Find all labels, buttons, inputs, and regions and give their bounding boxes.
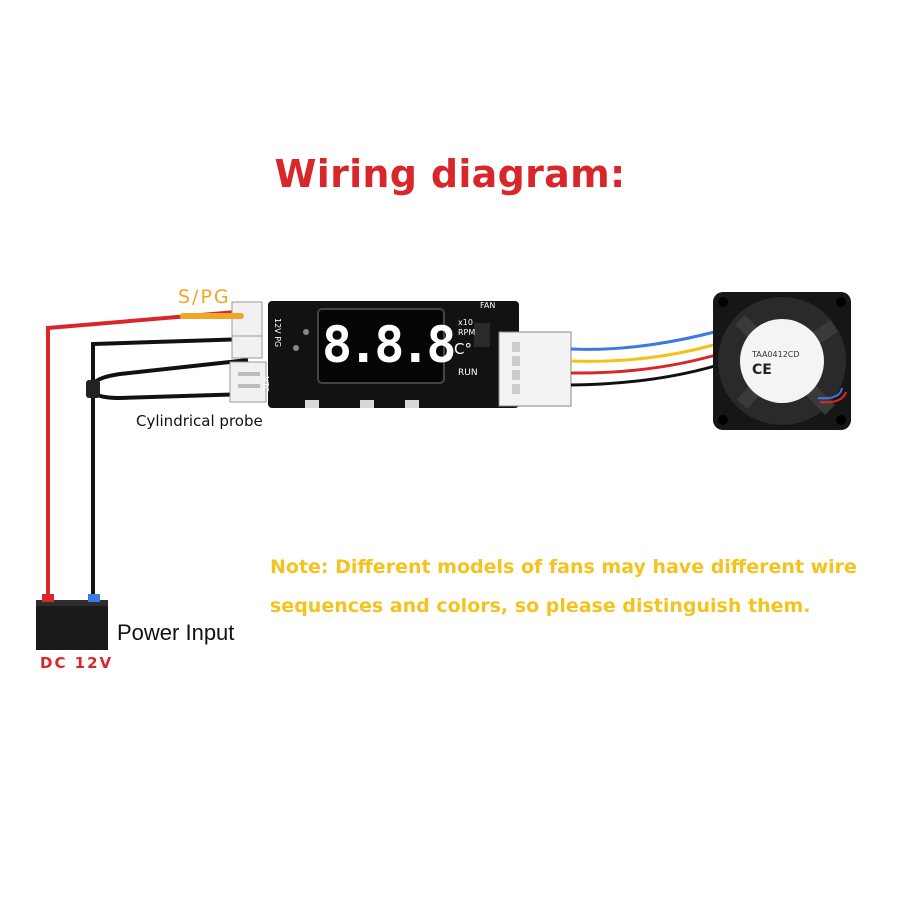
cooling-fan: [713, 292, 851, 430]
voltage-label: DC 12V: [40, 654, 114, 672]
fan-connector: [498, 331, 572, 407]
led-display-digits: 8.8.8: [322, 316, 457, 374]
spg-connector: [231, 301, 263, 343]
spg-label: S/PG: [178, 286, 231, 308]
red-power-wire: [46, 309, 249, 606]
run-label: RUN: [458, 368, 478, 378]
fan-hub-sticker: [740, 319, 824, 403]
fan-wire-red: [570, 350, 727, 375]
battery-positive-terminal: [42, 594, 54, 602]
x10-label: x10: [458, 318, 473, 327]
black-power-wire: [91, 337, 249, 606]
probe-wire: [89, 358, 249, 401]
pin-label: 12V PG: [273, 318, 282, 348]
wiring-note: Note: Different models of fans may have …: [270, 556, 857, 617]
button-1: [305, 400, 319, 408]
rpm-label: RPM: [458, 328, 476, 337]
button-3: [405, 400, 419, 408]
battery-negative-terminal: [88, 594, 100, 602]
probe-label: Cylindrical probe: [136, 412, 263, 430]
ntc-label: NTC: [261, 376, 270, 392]
fan-model-text: TAA0412CD: [752, 350, 800, 359]
ntc-connector: [229, 361, 267, 403]
power-connector: [231, 335, 263, 359]
battery: [36, 594, 108, 650]
button-2: [360, 400, 374, 408]
diagram-title: Wiring diagram:: [274, 152, 626, 196]
fan-label: FAN: [480, 301, 496, 310]
unit-label: C°: [454, 340, 472, 358]
controller-board: [229, 301, 572, 408]
fan-wire-black: [570, 360, 729, 387]
led-display: [317, 308, 445, 384]
spg-underline: [180, 313, 244, 319]
fan-wire-yellow: [570, 340, 725, 363]
fan-wire-blue: [570, 328, 723, 351]
power-input-label: Power Input: [117, 620, 235, 645]
probe-tip: [86, 380, 100, 398]
fan-ce-mark: CE: [752, 362, 772, 378]
